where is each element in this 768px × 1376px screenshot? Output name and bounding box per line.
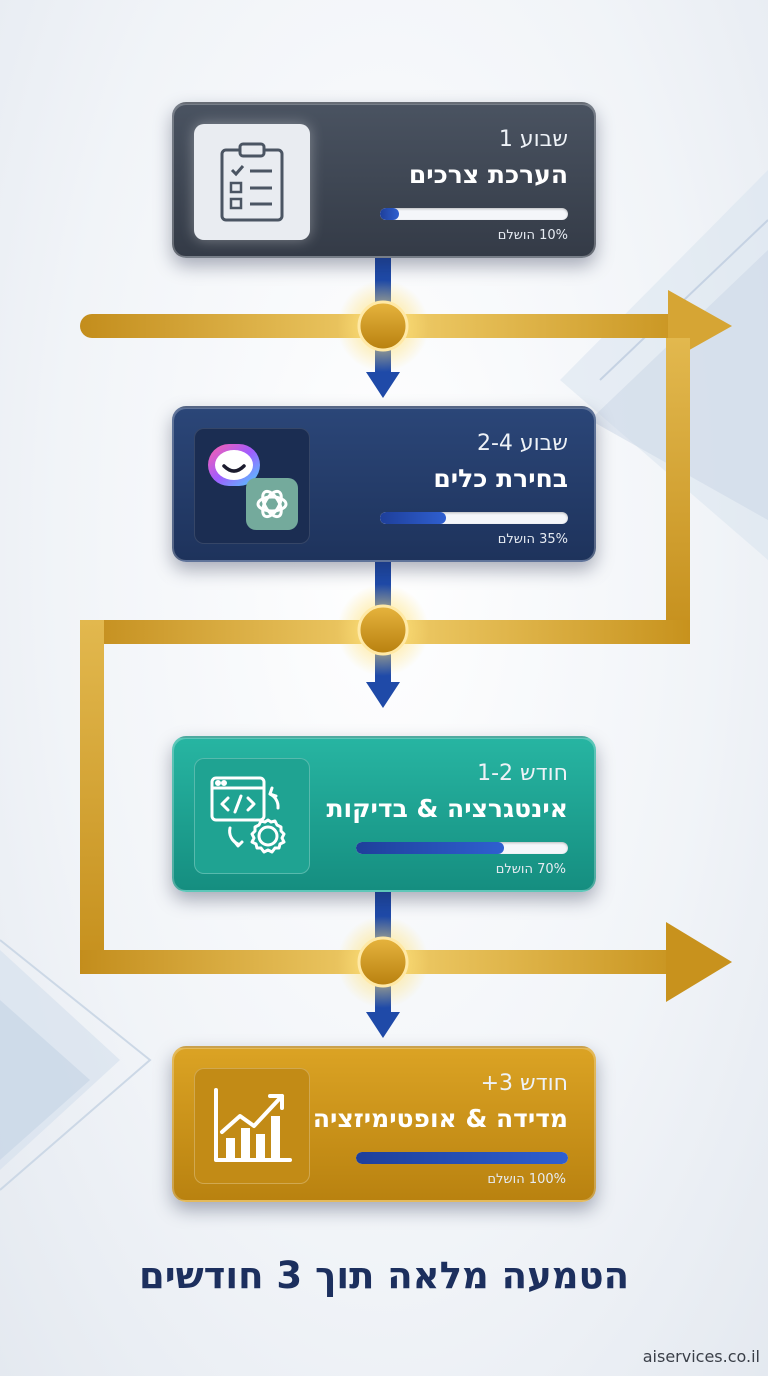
step-text: שבוע 2-4 בחירת כלים <box>318 430 568 496</box>
assistant-face-icon <box>208 444 260 486</box>
junction-node-1 <box>337 280 429 372</box>
ai-tools-icon <box>194 428 310 544</box>
step-text: שבוע 1 הערכת צרכים <box>318 126 568 192</box>
bar-chart-growth-icon <box>194 1068 310 1184</box>
progress-text: 10% הושלם <box>497 228 568 243</box>
progress-text: 100% הושלם <box>487 1172 566 1187</box>
junction-node-3 <box>337 916 429 1008</box>
progress-bar <box>356 842 568 854</box>
page-title: הטמעה מלאה תוך 3 חודשים <box>138 1254 630 1297</box>
step-label: חודש 1-2 <box>477 761 568 786</box>
step-text: חודש 3+ מדידה & אופטימיזציה <box>312 1070 568 1136</box>
progress-fill <box>356 1152 568 1164</box>
progress-bar <box>356 1152 568 1164</box>
step-label: שבוע 2-4 <box>476 431 568 456</box>
progress-bar <box>380 208 568 220</box>
progress-text: 35% הושלם <box>497 532 568 547</box>
progress-bar <box>380 512 568 524</box>
progress-text: 70% הושלם <box>495 862 566 877</box>
step-label: שבוע 1 <box>498 127 568 152</box>
step-title: מדידה & אופטימיזציה <box>312 1104 568 1133</box>
chatgpt-logo-icon <box>246 478 298 530</box>
step-title: אינטגרציה & בדיקות <box>326 794 568 823</box>
clipboard-checklist-icon <box>194 124 310 240</box>
step-card-2: שבוע 2-4 בחירת כלים 35% הושלם <box>172 406 596 562</box>
progress-fill <box>380 512 446 524</box>
website-url: aiservices.co.il <box>642 1347 760 1366</box>
junction-node-2 <box>337 584 429 676</box>
progress-fill <box>380 208 399 220</box>
code-gear-icon <box>194 758 310 874</box>
step-text: חודש 1-2 אינטגרציה & בדיקות <box>318 760 568 826</box>
progress-fill <box>356 842 505 854</box>
step-label: חודש 3+ <box>480 1071 568 1096</box>
step-title: הערכת צרכים <box>408 160 568 189</box>
step-card-3: חודש 1-2 אינטגרציה & בדיקות 70% הושלם <box>172 736 596 892</box>
step-card-4: חודש 3+ מדידה & אופטימיזציה 100% הושלם <box>172 1046 596 1202</box>
step-card-1: שבוע 1 הערכת צרכים 10% הושלם <box>172 102 596 258</box>
step-title: בחירת כלים <box>433 464 568 493</box>
